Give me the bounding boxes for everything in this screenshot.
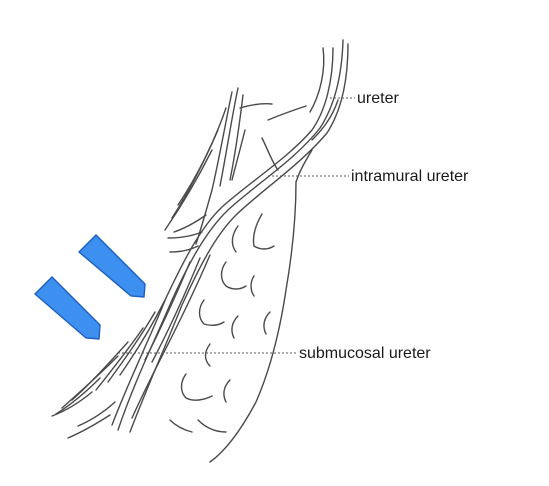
bladder-wall-upper-fibres (164, 87, 307, 253)
arrow-upper-icon (77, 234, 146, 298)
arrow-lower-icon (33, 276, 101, 340)
bladder-wall-outline (209, 149, 313, 463)
wall-fold-marks (169, 213, 275, 433)
label-submucosal-ureter: submucosal ureter (299, 345, 431, 362)
label-ureter: ureter (357, 90, 399, 107)
label-intramural-ureter: intramural ureter (351, 168, 469, 185)
submucosal-strands (51, 254, 211, 439)
